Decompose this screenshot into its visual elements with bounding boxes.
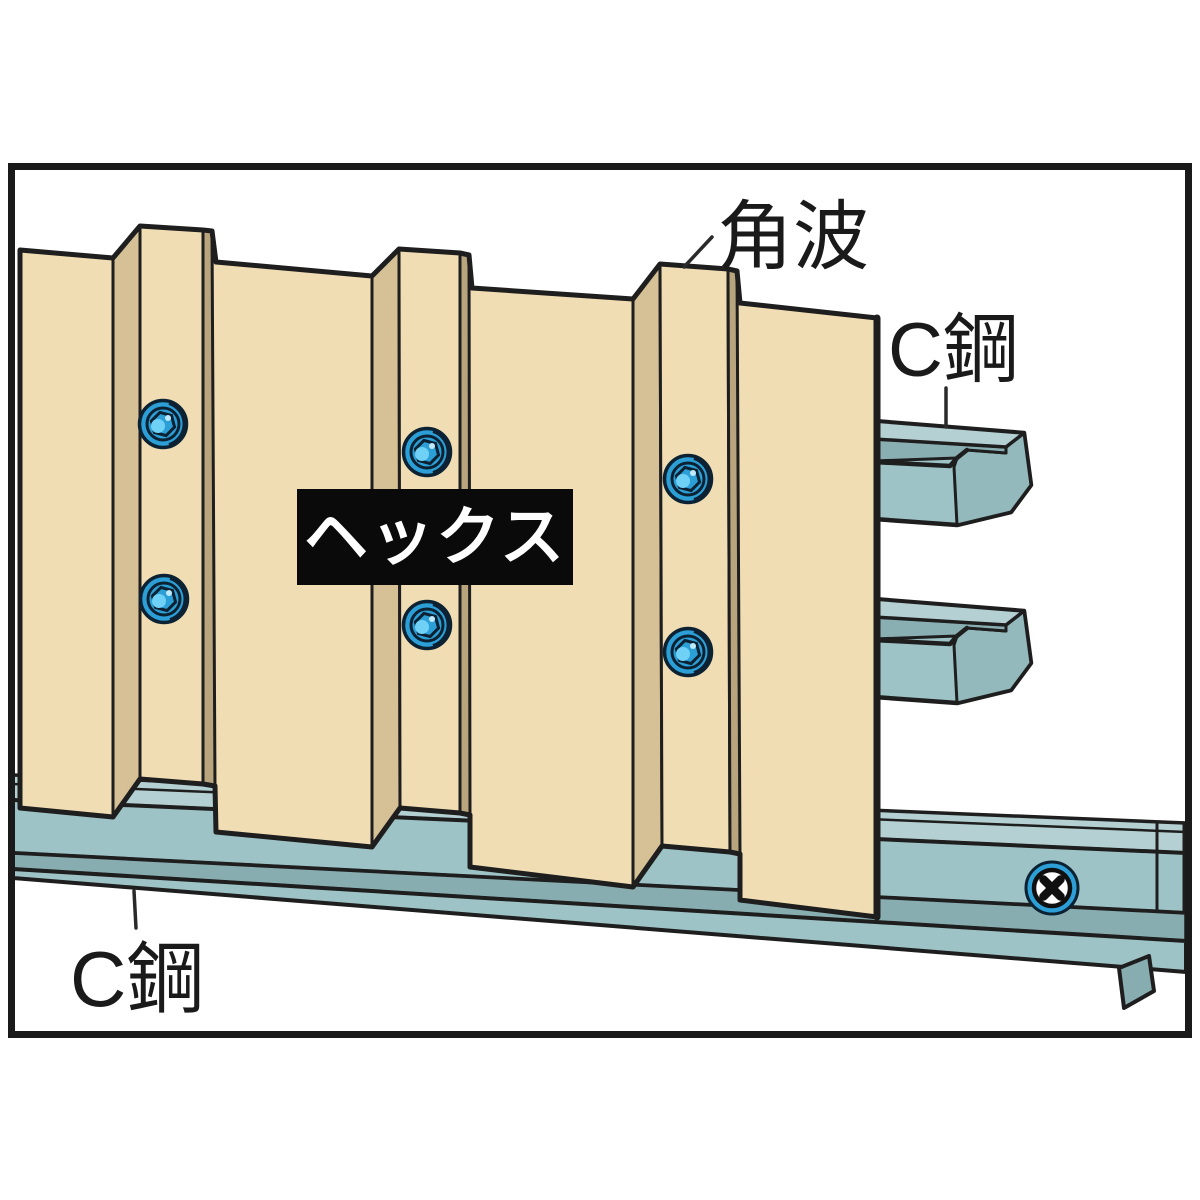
c-channel-lower-lip <box>871 625 970 647</box>
rib3-edge-strip <box>726 267 742 856</box>
hex-screw-icon <box>662 626 714 678</box>
hex-label-text: ヘックス <box>304 501 566 573</box>
hex-screw-icon <box>138 573 190 625</box>
cross-screw-icon <box>1024 860 1080 916</box>
hex-screw-icon <box>401 426 453 478</box>
hex-screw-icon <box>662 453 714 505</box>
rib3-front-face <box>658 262 732 854</box>
rib1-front-face <box>138 224 205 786</box>
hex-label-box: ヘックス <box>297 489 573 585</box>
c-channel-upper <box>871 418 1034 528</box>
leader-c-channel-bottom <box>132 889 138 930</box>
label-c-channel-top: C鋼 <box>888 308 1019 393</box>
hex-screw-icon <box>137 398 189 450</box>
rib1-edge-strip <box>201 228 217 788</box>
label-c-channel-bottom: C鋼 <box>70 935 204 1023</box>
rib1-shadow-face <box>111 224 142 819</box>
annotations: 角波 C鋼 C鋼 <box>70 195 1019 1023</box>
c-channel-upper-lip <box>871 447 970 469</box>
bottom-channel-return-lip <box>1117 954 1156 1010</box>
right-c-channels <box>871 418 1034 706</box>
c-channel-lower <box>871 596 1034 706</box>
diagram-frame-border <box>8 163 1192 1038</box>
hex-screw-icon <box>401 599 453 651</box>
hex-screws <box>137 398 714 678</box>
leader-corrugated <box>682 235 714 269</box>
label-corrugated: 角波 <box>717 195 869 280</box>
hex-label-background <box>297 489 573 585</box>
rib3-shadow-face <box>631 262 664 889</box>
